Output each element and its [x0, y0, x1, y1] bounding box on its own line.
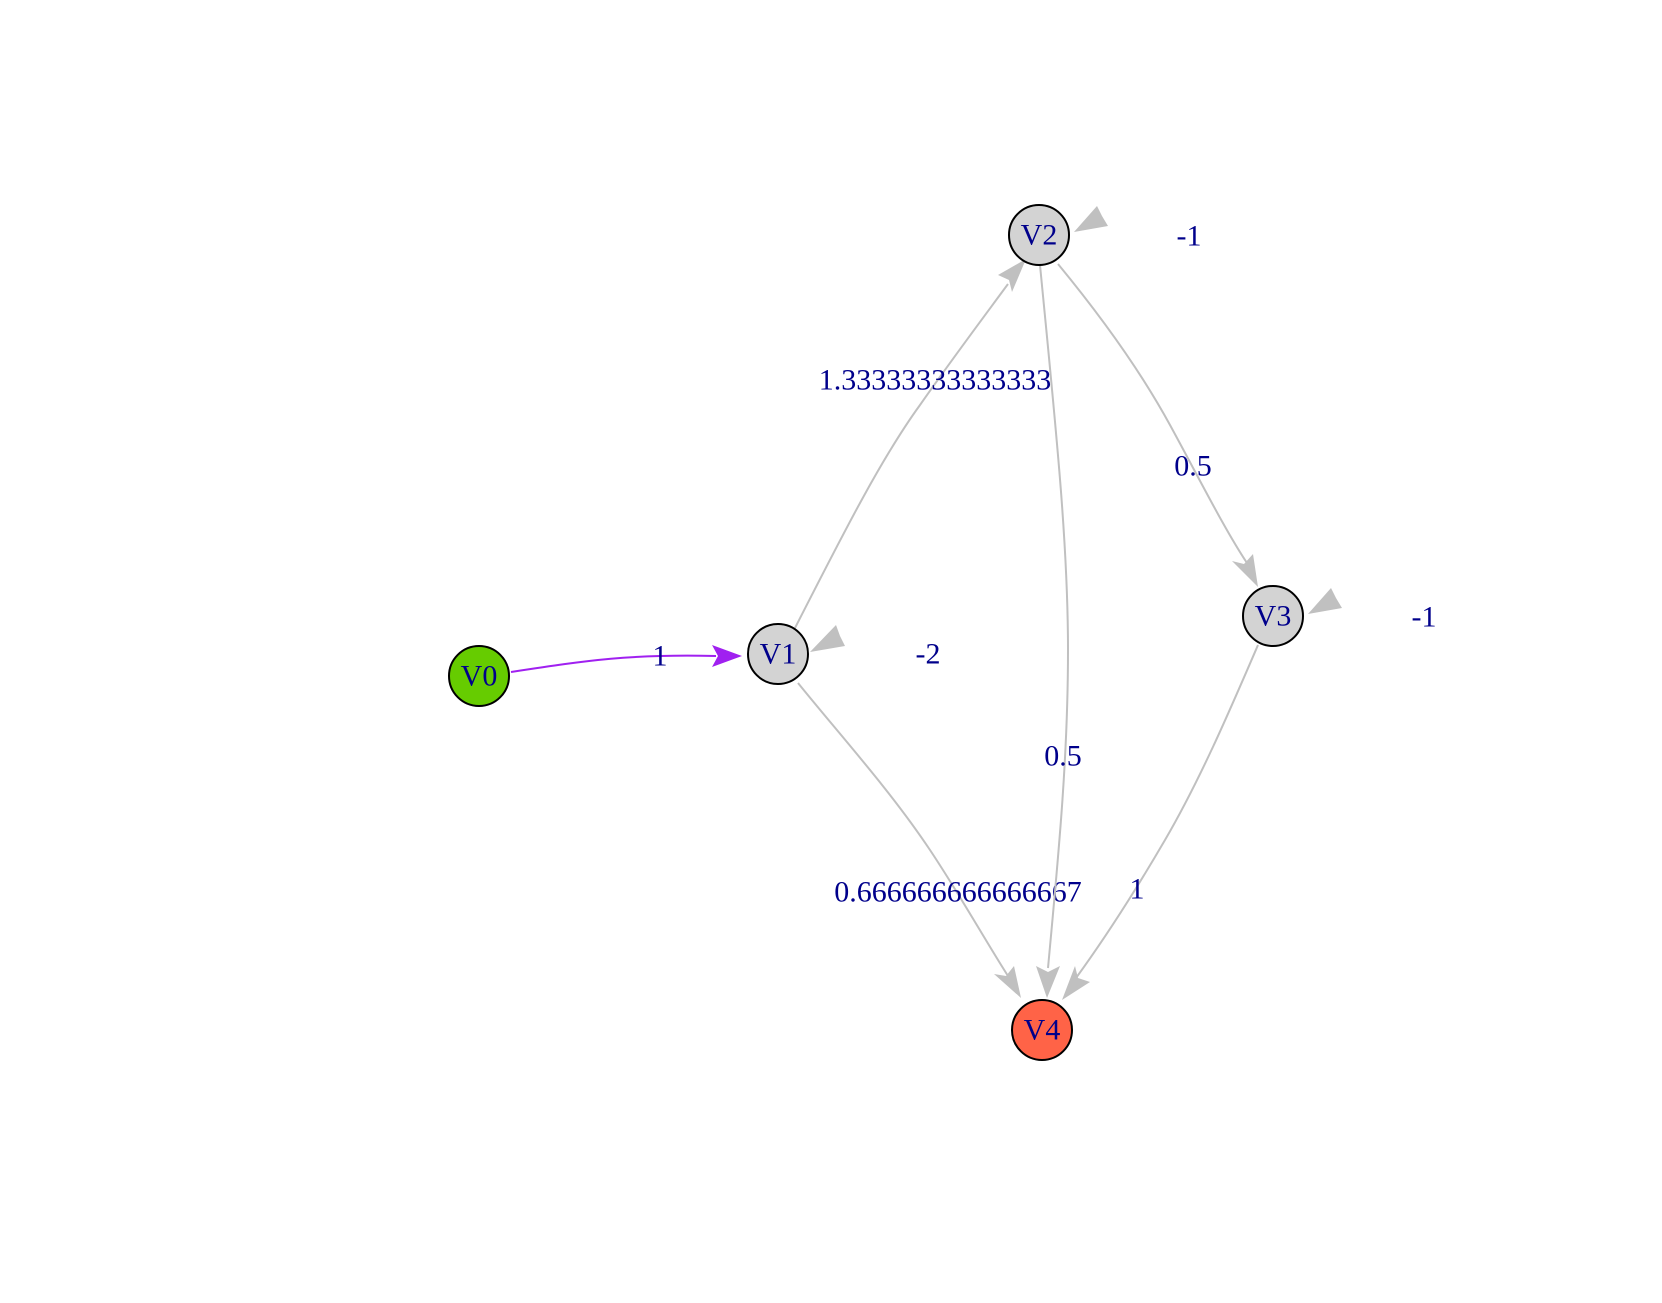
edge-v3-self[interactable]: -1 — [1308, 588, 1437, 634]
edge-v2-self[interactable]: -1 — [1074, 206, 1202, 253]
arrowhead — [1036, 966, 1060, 998]
edges: 1 1.33333333333333 0.666666666666667 -2 … — [510, 206, 1437, 1000]
node-v2[interactable]: V2 — [1008, 204, 1070, 266]
edge-label-v2-v3: 0.5 — [1174, 450, 1212, 483]
edge-line — [1075, 644, 1259, 979]
node-circle — [448, 645, 510, 707]
edge-v1-self[interactable]: -2 — [810, 625, 941, 671]
arrowhead — [1062, 966, 1090, 1000]
node-v0[interactable]: V0 — [448, 645, 510, 707]
edge-label-v2-v4: 0.5 — [1044, 740, 1082, 773]
node-v4[interactable]: V4 — [1011, 999, 1073, 1061]
arrowhead — [994, 966, 1021, 998]
edge-v0-v1[interactable]: 1 — [510, 640, 742, 673]
self-loop-arrowhead — [810, 625, 845, 652]
node-label: V1 — [760, 638, 797, 671]
self-loop-arrowhead — [1308, 588, 1342, 614]
node-circle — [1008, 204, 1070, 266]
node-v3[interactable]: V3 — [1242, 585, 1304, 647]
node-circle — [1011, 999, 1073, 1061]
node-label: V0 — [461, 660, 498, 693]
edge-v1-v4[interactable]: 0.666666666666667 — [797, 682, 1082, 998]
edge-label-v1-v2: 1.33333333333333 — [819, 364, 1052, 397]
edge-line — [510, 654, 717, 673]
node-label: V4 — [1024, 1014, 1061, 1047]
edge-line — [1039, 264, 1070, 969]
edge-v1-v2[interactable]: 1.33333333333333 — [794, 259, 1052, 629]
nodes: V0 V1 V2 V3 V4 — [448, 204, 1304, 1061]
arrowhead — [1232, 554, 1258, 587]
arrowhead — [998, 259, 1026, 292]
edge-label-v3-self: -1 — [1412, 601, 1437, 634]
edge-label-v0-v1: 1 — [653, 640, 668, 673]
node-v1[interactable]: V1 — [747, 623, 809, 685]
edge-label-v2-self: -1 — [1177, 220, 1202, 253]
edge-v2-v3[interactable]: 0.5 — [1057, 263, 1258, 587]
edge-label-v1-v4: 0.666666666666667 — [834, 876, 1082, 909]
edge-v3-v4[interactable]: 1 — [1062, 644, 1259, 1000]
arrowhead — [712, 645, 742, 667]
node-circle — [1242, 585, 1304, 647]
edge-label-v3-v4: 1 — [1130, 873, 1145, 906]
edge-label-v1-self: -2 — [916, 638, 941, 671]
edge-v2-v4[interactable]: 0.5 — [1036, 264, 1082, 998]
edge-line — [794, 283, 1009, 629]
node-label: V3 — [1255, 600, 1292, 633]
node-circle — [747, 623, 809, 685]
edge-line — [797, 682, 1009, 977]
self-loop-arrowhead — [1074, 206, 1108, 232]
node-label: V2 — [1021, 219, 1058, 252]
edge-line — [1057, 263, 1248, 564]
